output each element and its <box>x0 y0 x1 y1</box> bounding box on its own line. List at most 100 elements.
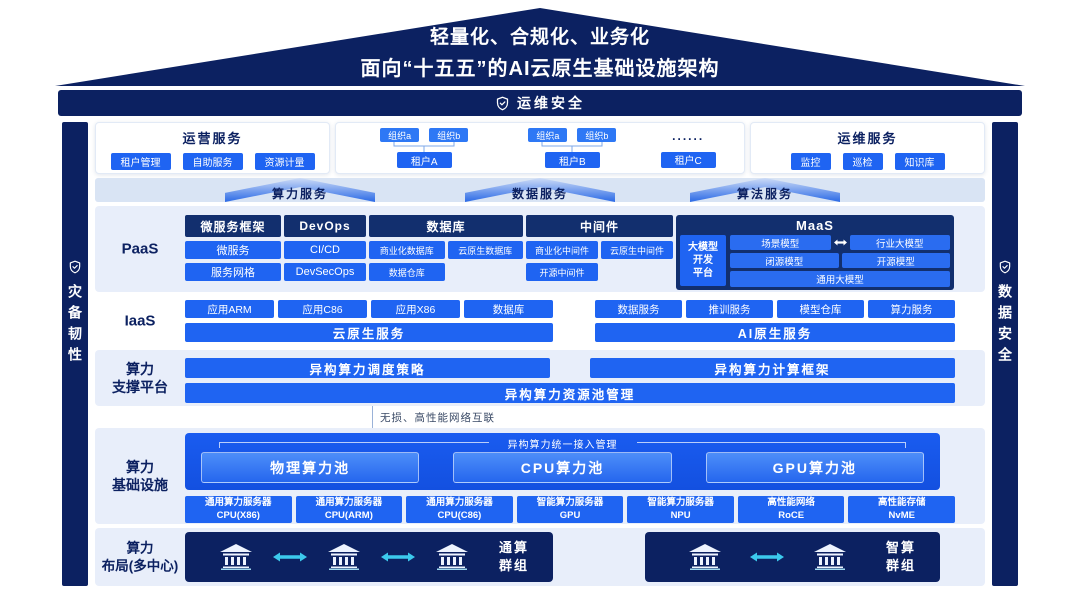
org-b-chip: 组织b <box>577 128 617 142</box>
org-a-chip: 组织a <box>528 128 568 142</box>
cloud-native-service-group: 应用ARM 应用C86 应用X86 数据库 云原生服务 <box>185 300 553 342</box>
operation-services-title: 运营服务 <box>182 131 243 146</box>
cluster-label-line1: 智算 <box>885 539 916 555</box>
tenant-a-cluster: 组织a 组织b 租户A <box>364 128 484 168</box>
compute-service-arrow: 算力服务 <box>225 178 375 202</box>
ops-security-label: 运维安全 <box>517 95 585 111</box>
middleware-row: 商业化中间件 云原生中间件 <box>526 241 673 259</box>
open-source-model-chip: 开源模型 <box>841 253 950 268</box>
data-service-arrow: 数据服务 <box>465 178 615 202</box>
heterogeneous-compute-box: 异构算力统一接入管理 物理算力池 CPU算力池 GPU算力池 <box>185 433 940 490</box>
top-services-row: 运营服务 租户管理 自助服务 资源计量 组织a 组织b 租户A 组织a 组织b <box>95 122 985 174</box>
middleware-group: 中间件 商业化中间件 云原生中间件 开源中间件 <box>526 215 673 290</box>
arrow-label: 算法服务 <box>736 187 793 201</box>
group-title: 数据库 <box>369 215 523 237</box>
intelligent-compute-cluster-box: 智算 群组 <box>645 532 940 582</box>
model-row: 场景模型 行业大模型 <box>730 235 950 250</box>
resource-metering-chip: 资源计量 <box>254 153 315 170</box>
compute-support-layer: 算力 支撑平台 异构算力调度策略 异构算力计算框架 异构算力资源池管理 <box>95 350 985 406</box>
cluster-label-line2: 群组 <box>885 558 916 573</box>
support-label: 算力 支撑平台 <box>95 360 185 396</box>
server-line1: 通用算力服务器 <box>315 497 383 509</box>
gpu-pool: GPU算力池 <box>705 452 924 483</box>
arrow-label: 算力服务 <box>271 187 328 201</box>
datacenter-building-icon <box>688 544 721 570</box>
cloud-native-middleware-chip: 云原生中间件 <box>601 241 673 259</box>
server-box-c86: 通用算力服务器 CPU(C86) <box>406 496 513 523</box>
ai-native-service-group: 数据服务 推训服务 模型仓库 算力服务 AI原生服务 <box>595 300 955 342</box>
shield-check-icon <box>496 96 509 110</box>
more-tenants-ellipsis: ...... <box>672 128 705 143</box>
iaas-layer: IaaS 应用ARM 应用C86 应用X86 数据库 云原生服务 数据服务 推训… <box>95 296 985 346</box>
server-line1: 高性能存储 <box>878 497 926 509</box>
general-model-chip: 通用大模型 <box>730 271 950 287</box>
org-row: 组织a 组织b <box>380 128 469 142</box>
infra-label: 算力 基础设施 <box>95 458 185 494</box>
service-arrows-band: 算力服务 数据服务 算法服务 <box>95 178 985 202</box>
layout-label-line2: 布局(多中心) <box>101 558 179 573</box>
datacenter-building-icon <box>814 544 847 570</box>
compute-pools: 物理算力池 CPU算力池 GPU算力池 <box>201 452 924 483</box>
compute-layout-layer: 算力 布局(多中心) 通算 群组 智算 <box>95 528 985 586</box>
cloud-native-service-bar: 云原生服务 <box>185 323 553 342</box>
physical-pool: 物理算力池 <box>201 452 420 483</box>
operation-services-panel: 运营服务 租户管理 自助服务 资源计量 <box>95 122 330 174</box>
server-box-nvme: 高性能存储 NvME <box>848 496 956 523</box>
app-arm-chip: 应用ARM <box>185 300 274 318</box>
org-b-chip: 组织b <box>429 128 469 142</box>
server-box-gpu: 智能算力服务器 GPU <box>516 496 624 523</box>
roof-title-line2: 面向“十五五”的AI云原生基础设施架构 <box>360 58 720 80</box>
infra-label-line1: 算力 <box>126 458 154 475</box>
maintenance-services-panel: 运维服务 监控 巡检 知识库 <box>750 122 985 174</box>
monitoring-chip: 监控 <box>790 153 831 170</box>
paas-groups: 微服务框架 微服务 服务网格 DevOps CI/CD DevSecOps 数据… <box>185 215 954 290</box>
datacenter-building-icon <box>327 544 360 570</box>
cicd-chip: CI/CD <box>284 241 366 259</box>
roof-text: 轻量化、合规化、业务化 面向“十五五”的AI云原生基础设施架构 <box>55 8 1025 86</box>
maas-model-grid: 场景模型 行业大模型 闭源模型 开源模型 通用大模型 <box>730 235 950 287</box>
platform-line: 开发 <box>693 255 713 266</box>
scheduling-policy-bar: 异构算力调度策略 <box>185 358 550 378</box>
compute-service-chip: 算力服务 <box>868 300 955 318</box>
support-label-line1: 算力 <box>126 360 154 377</box>
self-service-chip: 自助服务 <box>182 153 243 170</box>
maas-group: MaaS 大模型 开发 平台 场景模型 行业大模型 <box>676 215 954 290</box>
ai-native-service-bar: AI原生服务 <box>595 323 955 342</box>
tenant-c-chip: 租户C <box>660 151 716 168</box>
tenant-a-chip: 租户A <box>396 152 452 168</box>
group-title: 中间件 <box>526 215 673 237</box>
database-row: 商业化数据库 云原生数据库 <box>369 241 523 259</box>
cluster-label-line1: 通算 <box>498 539 529 555</box>
server-line2: NPU <box>670 509 691 521</box>
server-box-arm: 通用算力服务器 CPU(ARM) <box>295 496 403 523</box>
general-compute-cluster-box: 通算 群组 <box>185 532 553 582</box>
unified-access-mgmt-label: 异构算力统一接入管理 <box>507 440 618 451</box>
commercial-db-chip: 商业化数据库 <box>369 241 445 259</box>
tenant-b-chip: 租户B <box>545 152 600 168</box>
datacenter-flow <box>199 544 489 570</box>
industry-model-chip: 行业大模型 <box>849 235 950 250</box>
iaas-left-buttons: 应用ARM 应用C86 应用X86 数据库 <box>185 300 553 318</box>
bracket-line-right <box>636 442 906 448</box>
server-line1: 高性能网络 <box>767 497 815 509</box>
disaster-resilience-label: 灾备韧性 <box>67 284 83 368</box>
server-line1: 智能算力服务器 <box>647 497 714 509</box>
roof-banner: 轻量化、合规化、业务化 面向“十五五”的AI云原生基础设施架构 <box>55 8 1025 86</box>
cpu-pool: CPU算力池 <box>453 452 672 483</box>
tenant-management-chip: 租户管理 <box>110 153 171 170</box>
iaas-right-buttons: 数据服务 推训服务 模型仓库 算力服务 <box>595 300 955 318</box>
model-repo-chip: 模型仓库 <box>777 300 864 318</box>
middleware-row: 开源中间件 <box>526 263 673 281</box>
data-service-chip: 数据服务 <box>595 300 682 318</box>
server-box-npu: 智能算力服务器 NPU <box>627 496 734 523</box>
maas-title: MaaS <box>796 218 834 233</box>
commercial-middleware-chip: 商业化中间件 <box>526 241 598 259</box>
inspection-chip: 巡检 <box>842 153 883 170</box>
resource-pool-mgmt-bar: 异构算力资源池管理 <box>185 383 955 403</box>
group-title: DevOps <box>284 215 366 237</box>
server-row: 通用算力服务器 CPU(X86) 通用算力服务器 CPU(ARM) 通用算力服务… <box>185 496 956 523</box>
ops-security-bar: 运维安全 <box>58 90 1022 116</box>
server-line2: CPU(ARM) <box>324 509 373 521</box>
double-arrow-icon <box>750 552 785 562</box>
